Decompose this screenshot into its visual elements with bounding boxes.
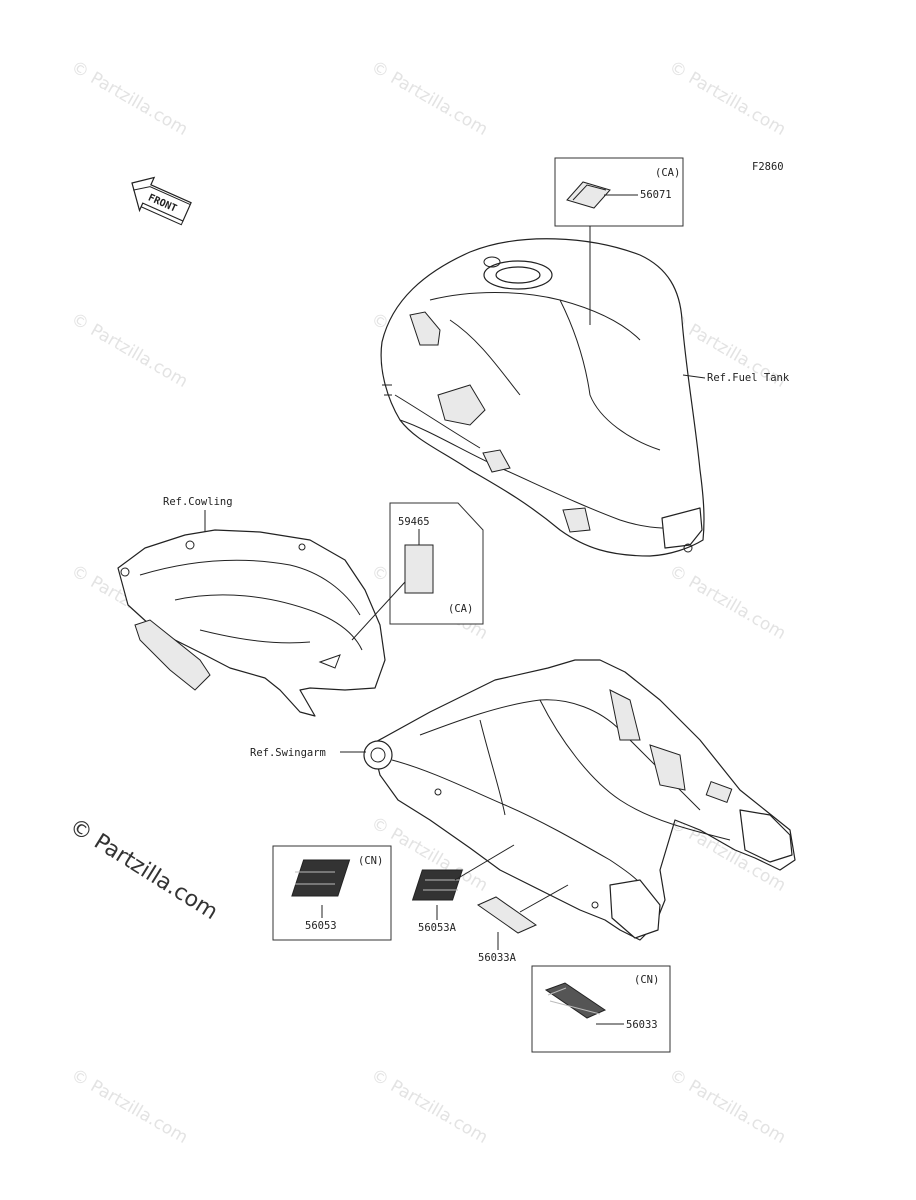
watermark: © Partzilla.com (68, 1065, 192, 1148)
ref-swingarm: Ref.Swingarm (250, 747, 366, 759)
callout-56033[interactable]: (CN) 56033 (531, 965, 671, 1053)
watermark: © Partzilla.com (666, 57, 790, 140)
fuel-tank (380, 238, 705, 557)
ref-cowling-label: Ref.Cowling (163, 496, 233, 508)
swingarm (363, 659, 796, 941)
watermark: © Partzilla.com (368, 1065, 492, 1148)
label-sticker-icon (291, 859, 351, 897)
ref-fuel-tank-label: Ref.Fuel Tank (707, 372, 790, 384)
region-code: (CN) (358, 855, 383, 867)
watermark: © Partzilla.com (666, 561, 790, 644)
part-number-56033[interactable]: 56033 (626, 1019, 658, 1031)
ref-swingarm-label: Ref.Swingarm (250, 747, 326, 759)
watermark: © Partzilla.com (368, 57, 492, 140)
part-number-56071[interactable]: 56071 (640, 189, 672, 201)
cowling (117, 529, 386, 717)
watermark: © Partzilla.com (68, 57, 192, 140)
callout-56053[interactable]: (CN) 56053 (272, 845, 392, 941)
callout-59465[interactable]: 59465 (CA) (351, 502, 484, 641)
part-number-59465[interactable]: 59465 (398, 516, 430, 528)
region-code: (CA) (655, 167, 680, 179)
callout-56033A[interactable]: 56033A (476, 884, 569, 964)
figure-code: F2860 (752, 161, 784, 173)
brand-watermark: © Partzilla.com (65, 814, 222, 925)
region-code: (CA) (448, 603, 473, 615)
callout-56071[interactable]: (CA) 56071 (554, 157, 684, 325)
ref-cowling: Ref.Cowling (163, 496, 233, 532)
region-code: (CN) (634, 974, 659, 986)
part-number-56033A[interactable]: 56033A (478, 952, 517, 964)
part-number-56053A[interactable]: 56053A (418, 922, 457, 934)
watermark: © Partzilla.com (666, 1065, 790, 1148)
part-number-56053[interactable]: 56053 (305, 920, 337, 932)
front-arrow-icon: FRONT (131, 176, 192, 226)
ref-fuel-tank: Ref.Fuel Tank (682, 372, 790, 384)
callout-56053A[interactable]: 56053A (411, 844, 515, 934)
watermark: © Partzilla.com (68, 309, 192, 392)
